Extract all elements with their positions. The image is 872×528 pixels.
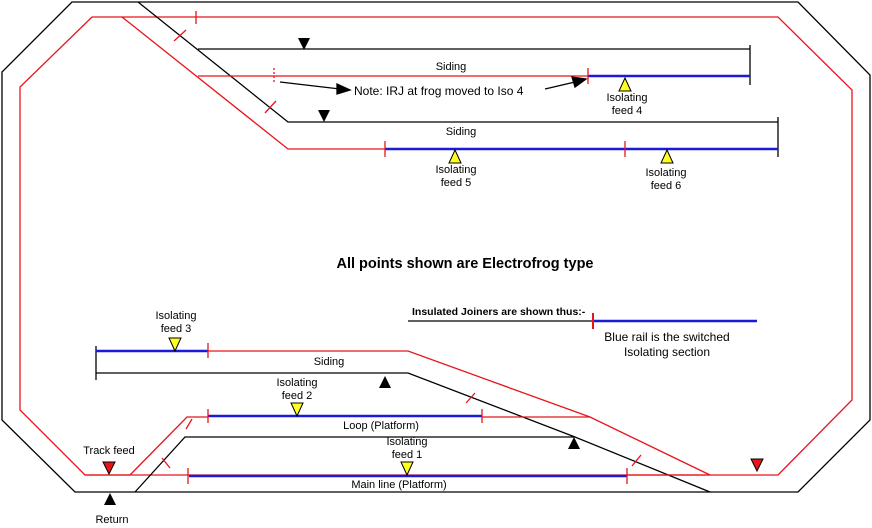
legend-title: Insulated Joiners are shown thus:- xyxy=(412,306,586,318)
note-arrows xyxy=(279,76,588,95)
diagram-title: All points shown are Electrofrog type xyxy=(336,256,593,272)
marker-loop xyxy=(568,437,580,449)
marker-siding-upper xyxy=(298,38,310,50)
direction-markers xyxy=(104,38,580,505)
lower-red-rails xyxy=(85,350,711,476)
label-loop: Loop (Platform) xyxy=(343,420,419,432)
feed-6-line2: feed 6 xyxy=(651,180,682,192)
feed-1-line2: feed 1 xyxy=(392,449,423,461)
lower-blue-rails xyxy=(96,349,627,478)
feed-5-line1: Isolating xyxy=(436,164,477,176)
track-feed-markers xyxy=(102,458,764,476)
label-siding-lower: Siding xyxy=(314,356,345,368)
track-feed-marker-left xyxy=(102,461,116,476)
outer-red-rail xyxy=(19,16,853,476)
label-siding-middle: Siding xyxy=(446,126,477,138)
label-track-feed: Track feed xyxy=(83,445,135,457)
feed-2-line2: feed 2 xyxy=(282,390,313,402)
legend-desc-line1: Blue rail is the switched xyxy=(604,330,729,344)
upper-siding-red-rails xyxy=(121,16,588,150)
insulated-joiners xyxy=(161,11,642,484)
feed-marker-2 xyxy=(290,402,304,418)
outer-black-rail xyxy=(1,1,871,493)
label-return: Return xyxy=(95,514,128,526)
feed-5-line2: feed 5 xyxy=(441,177,472,189)
feed-marker-4 xyxy=(618,76,632,92)
feed-marker-5 xyxy=(448,148,462,164)
label-main: Main line (Platform) xyxy=(351,479,446,491)
feed-marker-6 xyxy=(660,148,674,164)
feed-1-line1: Isolating xyxy=(387,436,428,448)
legend-sample xyxy=(408,313,757,329)
legend-desc-line2: Isolating section xyxy=(624,345,710,359)
label-note: Note: IRJ at frog moved to Iso 4 xyxy=(354,84,524,98)
feed-4-line1: Isolating xyxy=(607,92,648,104)
upper-siding-black-rails xyxy=(137,1,779,157)
feed-6-line1: Isolating xyxy=(646,167,687,179)
upper-siding-blue-rails xyxy=(385,74,778,151)
feed-2-line1: Isolating xyxy=(277,377,318,389)
marker-return xyxy=(104,493,116,505)
marker-siding-middle xyxy=(318,110,330,122)
feed-3-line2: feed 3 xyxy=(161,323,192,335)
feed-4-line2: feed 4 xyxy=(612,105,643,117)
marker-siding-lower xyxy=(379,376,391,388)
feed-markers xyxy=(168,76,674,477)
feed-marker-1 xyxy=(400,461,414,477)
feed-marker-3 xyxy=(168,337,182,353)
feed-3-line1: Isolating xyxy=(156,310,197,322)
track-feed-marker-right xyxy=(750,458,764,473)
label-siding-upper: Siding xyxy=(436,61,467,73)
